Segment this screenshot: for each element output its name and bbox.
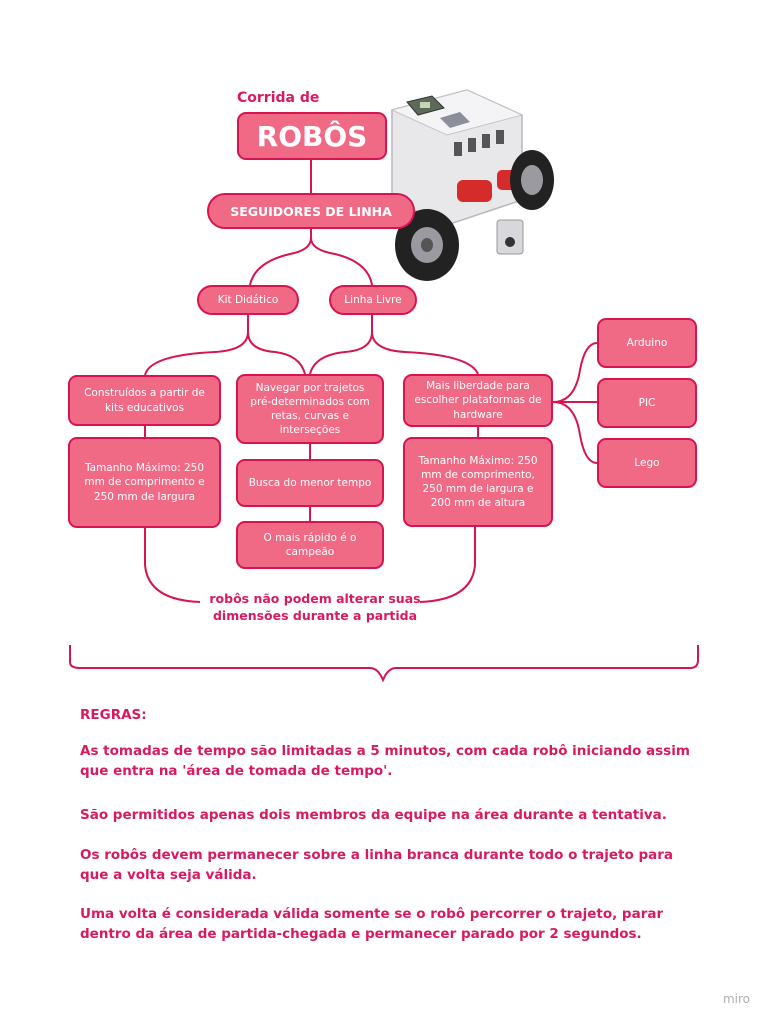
col1-box-construction: Construídos a partir de kits educativos [68, 375, 221, 426]
rule-item: Os robôs devem permanecer sobre a linha … [80, 847, 674, 883]
miro-watermark: miro [722, 992, 750, 1006]
col1-box-size: Tamanho Máximo: 250 mm de comprimento e … [68, 437, 221, 528]
rules-heading: REGRAS: [80, 707, 147, 723]
main-title-box: ROBÔS [237, 112, 387, 160]
robot-image [390, 89, 554, 281]
kit-didatico-box: Kit Didático [197, 285, 299, 315]
rule-item: Uma volta é considerada válida somente s… [80, 906, 664, 942]
branch-title-box: SEGUIDORES DE LINHA [207, 193, 415, 229]
rule-item: As tomadas de tempo são limitadas a 5 mi… [80, 743, 690, 779]
hw-pic-box: PIC [597, 378, 697, 428]
col3-box-freedom: Mais liberdade para escolher plataformas… [403, 374, 553, 427]
col2-box-fastest-time: Busca do menor tempo [236, 459, 384, 507]
rule-item: São permitidos apenas dois membros da eq… [80, 807, 667, 823]
hw-lego-box: Lego [597, 438, 697, 488]
linha-livre-box: Linha Livre [329, 285, 417, 315]
col3-box-size: Tamanho Máximo: 250 mm de comprimento, 2… [403, 437, 553, 527]
dimensions-note: robôs não podem alterar suas dimensões d… [209, 591, 421, 623]
col2-box-navigate: Navegar por trajetos pré-determinados co… [236, 374, 384, 444]
hw-arduino-box: Arduino [597, 318, 697, 368]
diagram-subtitle: Corrida de [237, 90, 320, 106]
col2-box-champion: O mais rápido é o campeão [236, 521, 384, 569]
